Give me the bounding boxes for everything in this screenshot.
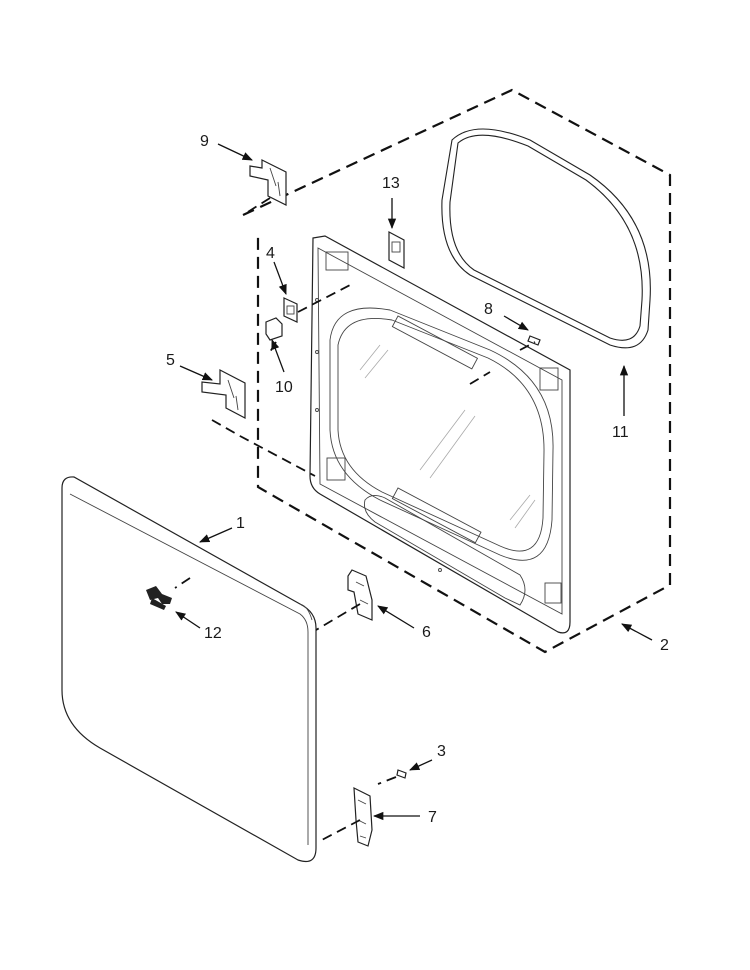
callout-6: 6 bbox=[422, 624, 431, 641]
hinge-top-left bbox=[249, 159, 287, 206]
door-latch bbox=[283, 297, 298, 323]
logo-badge-icon bbox=[146, 586, 172, 610]
callout-13: 13 bbox=[382, 175, 400, 192]
door-hinge-lower bbox=[353, 786, 373, 847]
callout-4: 4 bbox=[266, 245, 275, 262]
callout-11: 11 bbox=[612, 424, 629, 441]
latch-clip bbox=[265, 317, 283, 341]
strike-plate bbox=[388, 231, 405, 269]
screw bbox=[527, 335, 541, 346]
callout-5: 5 bbox=[166, 352, 175, 369]
callout-10: 10 bbox=[275, 379, 293, 396]
hinge-lower-left bbox=[201, 369, 246, 419]
door-hinge-upper bbox=[347, 569, 373, 621]
callout-3: 3 bbox=[437, 743, 446, 760]
door-gasket bbox=[441, 128, 651, 349]
callout-12: 12 bbox=[204, 625, 222, 642]
inner-door-frame bbox=[309, 235, 571, 634]
outer-door-panel bbox=[61, 476, 317, 863]
callout-8: 8 bbox=[484, 301, 493, 318]
hinge-screw bbox=[396, 769, 407, 779]
assembly-outline bbox=[242, 88, 672, 654]
callout-2: 2 bbox=[660, 637, 669, 654]
callout-7: 7 bbox=[428, 809, 437, 826]
assembly-leaders bbox=[174, 197, 536, 843]
callout-1: 1 bbox=[236, 515, 245, 532]
callout-leaders bbox=[175, 143, 653, 821]
callout-9: 9 bbox=[200, 133, 209, 150]
